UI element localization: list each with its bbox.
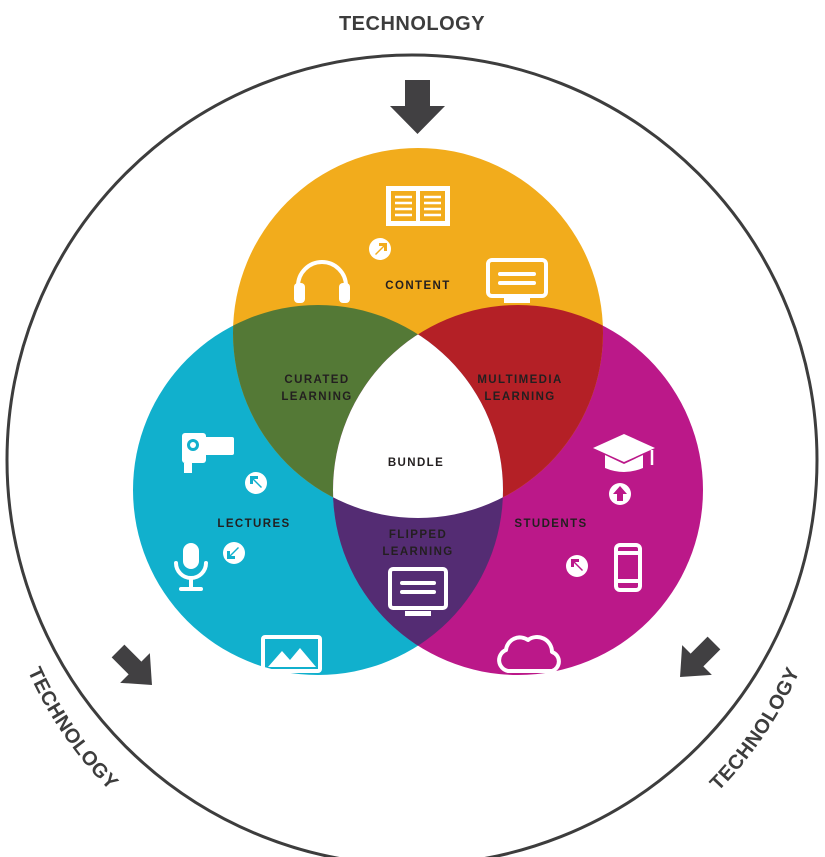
label-multimedia-1: MULTIMEDIA — [477, 374, 562, 386]
outer-ring — [5, 53, 819, 857]
graduation-cap-icon — [593, 434, 655, 472]
smartphone-icon — [614, 543, 642, 592]
book-icon — [386, 186, 450, 226]
label-students: STUDENTS — [514, 518, 587, 530]
label-curated-1: CURATED — [284, 374, 349, 386]
arrow-left — [111, 644, 152, 685]
monitor-icon — [486, 258, 548, 303]
headphones-icon — [294, 260, 350, 303]
cloud-icon — [497, 635, 561, 673]
link-arrow-icon — [223, 542, 245, 564]
label-content: CONTENT — [385, 280, 450, 292]
label-flipped-1: FLIPPED — [389, 529, 447, 541]
label-curated-2: LEARNING — [281, 391, 352, 403]
video-camera-icon — [182, 433, 234, 473]
link-arrow-icon — [566, 555, 588, 577]
arrow-right — [680, 636, 721, 677]
overlap-center — [333, 305, 503, 518]
technology-label-top: TECHNOLOGY — [339, 13, 485, 35]
label-flipped-2: LEARNING — [382, 546, 453, 558]
technology-label-right: TECHNOLOGY — [706, 664, 804, 795]
label-bundle: BUNDLE — [388, 457, 444, 469]
label-lectures: LECTURES — [217, 518, 290, 530]
microphone-icon — [174, 543, 208, 591]
link-arrow-icon — [245, 472, 267, 494]
upload-arrow-icon — [609, 483, 631, 505]
link-arrow-icon — [369, 238, 391, 260]
label-multimedia-2: LEARNING — [484, 391, 555, 403]
image-icon — [261, 635, 322, 673]
monitor-icon — [388, 567, 448, 616]
arrow-top — [390, 80, 445, 134]
